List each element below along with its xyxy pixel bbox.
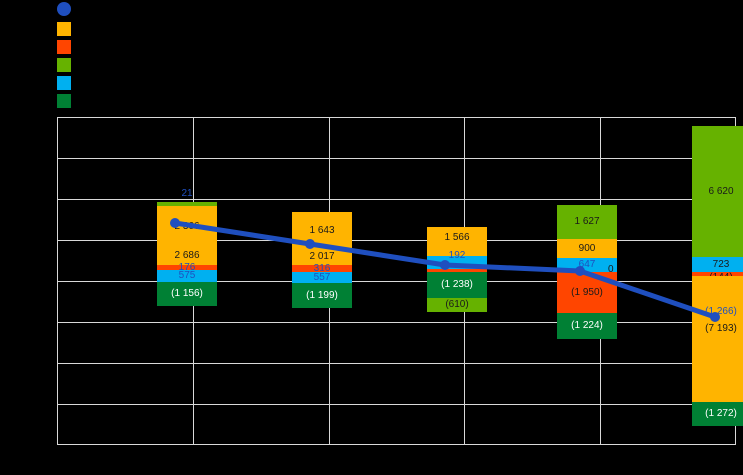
gridline-horizontal-1 — [57, 158, 736, 159]
bar-value-label: (1 272) — [705, 408, 737, 419]
bar-column-1-seg-cyan[interactable]: 575 — [157, 270, 217, 282]
gridline-horizontal-2 — [57, 199, 736, 200]
bar-value-label: 647 — [578, 259, 596, 270]
bar-value-label: 575 — [178, 270, 196, 281]
bar-column-3[interactable]: 1 566 192 (1 238) (610) — [427, 117, 487, 445]
legend-item-series-light-green[interactable] — [57, 58, 79, 72]
bar-column-5-seg-light-green[interactable]: 6 620 — [692, 126, 743, 257]
bar-value-label: 2 366 — [174, 220, 200, 232]
bar-value-label: 1 627 — [574, 216, 600, 227]
bar-value-label: (1 156) — [171, 288, 203, 299]
bar-value-label: (1 199) — [306, 289, 338, 301]
bar-column-3-seg-cyan[interactable]: 192 — [427, 250, 487, 269]
legend-item-series-orange[interactable] — [57, 22, 79, 36]
legend-item-series-dark-green[interactable] — [57, 94, 79, 108]
bar-column-5-seg-dark-green[interactable]: (1 272) — [692, 402, 743, 426]
gridline-horizontal-7 — [57, 404, 736, 405]
bar-column-3-seg-dark-green[interactable]: (1 238) — [427, 272, 487, 298]
series-cyan-swatch-icon — [57, 76, 71, 90]
bar-value-label: (1 238) — [441, 279, 473, 290]
bar-column-4-zero-label: 0 — [608, 264, 614, 275]
bar-column-2-seg-cyan[interactable]: 557 — [292, 272, 352, 283]
bar-value-label: 1 566 — [444, 231, 470, 243]
series-orange-swatch-icon — [57, 22, 71, 36]
gridline-horizontal-8 — [57, 444, 736, 445]
series-red-swatch-icon — [57, 40, 71, 54]
bar-column-2-seg-red[interactable]: 316 — [292, 263, 352, 273]
legend-item-series-red[interactable] — [57, 40, 79, 54]
bar-column-5-seg-orange-neg[interactable]: (7 193) — [692, 276, 743, 402]
bar-value-label: (1 950) — [571, 286, 603, 298]
bar-value-label: 21 — [181, 188, 193, 199]
series-dark-green-swatch-icon — [57, 94, 71, 108]
bar-column-1-seg-orange-top[interactable]: 2 366 — [157, 206, 217, 247]
gridline-horizontal-0 — [57, 117, 736, 118]
bar-value-label: 2 686 — [174, 250, 200, 261]
series-light-green-swatch-icon — [57, 58, 71, 72]
bar-column-4-seg-dark-green[interactable]: (1 224) — [557, 313, 617, 339]
gridline-vertical-0 — [57, 117, 58, 445]
bar-value-label: (1 224) — [571, 320, 603, 331]
bar-value-label: (610) — [445, 299, 469, 310]
bar-column-5-seg-cyan[interactable]: 723 — [692, 257, 743, 272]
series-line-swatch-icon — [57, 2, 71, 16]
gridline-horizontal-6 — [57, 363, 736, 364]
bar-column-4-seg-orange[interactable]: 900 — [557, 239, 617, 258]
bar-column-5-secondary-label: (1 266) — [705, 306, 737, 317]
bar-value-label: 2 017 — [309, 251, 335, 262]
bar-column-4[interactable]: 1 627 900 647 (1 950) (1 224) — [557, 117, 617, 445]
bar-value-label: 723 — [712, 258, 730, 270]
bar-value-label: 1 643 — [309, 224, 335, 236]
bar-column-1-seg-orange-mid[interactable]: 2 686 — [157, 247, 217, 265]
bar-value-label: (7 193) — [705, 323, 737, 334]
bar-column-1-seg-dark-green[interactable]: (1 156) — [157, 282, 217, 306]
chart-legend — [57, 0, 737, 112]
legend-item-series-cyan[interactable] — [57, 76, 79, 90]
bar-column-2-seg-dark-green[interactable]: (1 199) — [292, 283, 352, 308]
bar-value-label: 6 620 — [708, 185, 734, 197]
bar-column-3-seg-light-green[interactable]: (610) — [427, 298, 487, 312]
bar-column-2-seg-orange-top[interactable]: 1 643 — [292, 212, 352, 249]
gridline-horizontal-5 — [57, 322, 736, 323]
bar-column-4-seg-red[interactable]: (1 950) — [557, 272, 617, 313]
bar-column-2-seg-orange-mid[interactable]: 2 017 — [292, 249, 352, 265]
legend-item-series-line[interactable] — [57, 2, 79, 16]
bar-column-4-seg-light-green[interactable]: 1 627 — [557, 205, 617, 239]
bar-value-label: 900 — [578, 242, 596, 254]
bar-value-label: 557 — [313, 271, 331, 283]
